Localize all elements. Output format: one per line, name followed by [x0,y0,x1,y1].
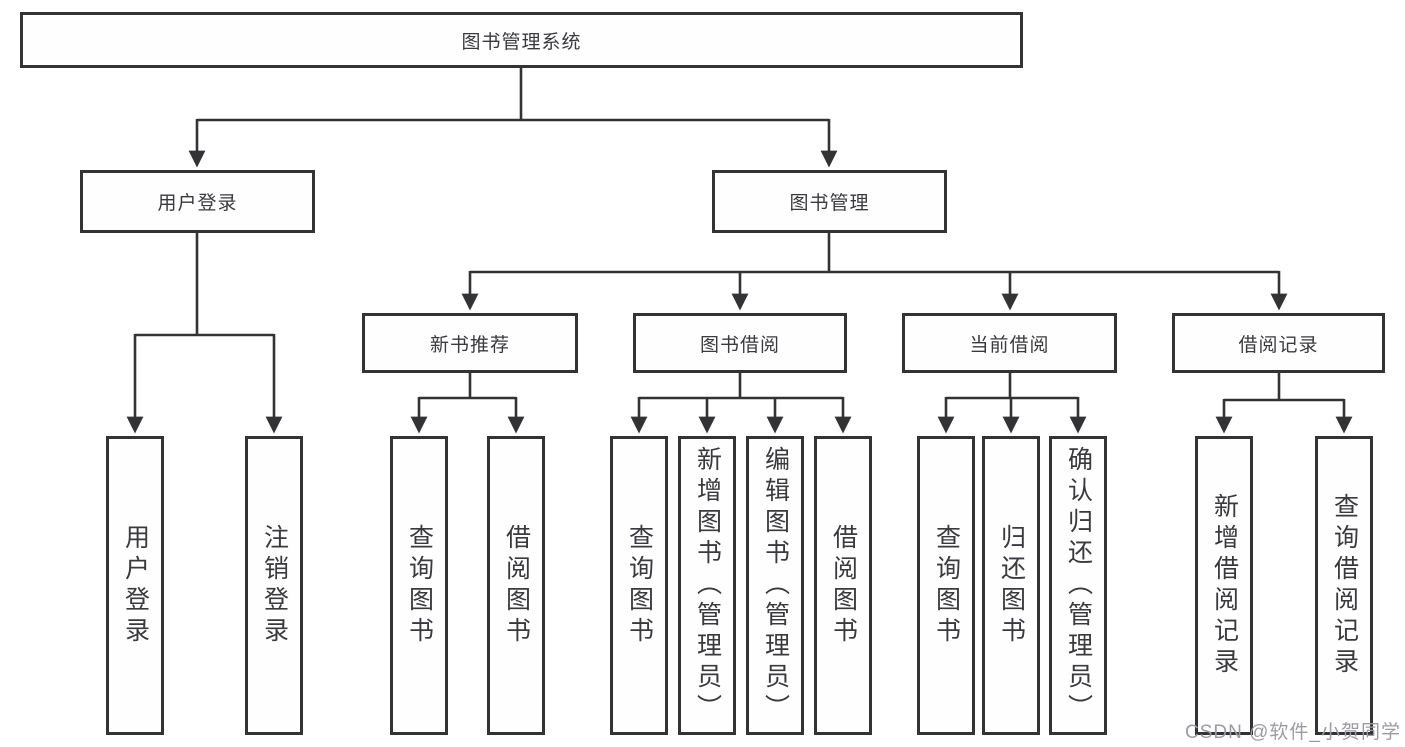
leaf-query-borrow-record-label: 查询借阅记录 [1330,492,1359,679]
node-library-system-label: 图书管理系统 [461,31,582,53]
node-library-system: 图书管理系统 [20,12,1023,68]
leaf-current-query-books: 查询图书 [917,436,975,735]
node-user-login-branch-label: 用户登录 [157,193,238,214]
node-borrow-records: 借阅记录 [1172,313,1385,373]
leaf-return-book: 归还图书 [982,436,1040,735]
leaf-logout: 注销登录 [245,436,303,735]
leaf-add-borrow-record-label: 新增借阅记录 [1210,492,1239,679]
leaf-borrow-borrow-books: 借阅图书 [814,436,872,735]
leaf-user-login-label: 用户登录 [121,523,150,648]
node-book-management: 图书管理 [712,170,947,233]
node-current-borrow: 当前借阅 [902,313,1117,373]
leaf-logout-label: 注销登录 [260,523,289,648]
leaf-recommend-borrow-books: 借阅图书 [487,436,545,735]
leaf-edit-book-admin-label: 编辑图书（管理员） [761,446,790,725]
leaf-recommend-query-books: 查询图书 [390,436,448,735]
leaf-user-login: 用户登录 [106,436,164,735]
leaf-confirm-return-admin: 确认归还（管理员） [1049,436,1107,735]
node-book-borrow: 图书借阅 [633,313,847,373]
leaf-query-borrow-record: 查询借阅记录 [1315,436,1373,735]
leaf-edit-book-admin: 编辑图书（管理员） [746,436,804,735]
leaf-return-book-label: 归还图书 [997,523,1026,648]
leaf-borrow-query-books-label: 查询图书 [625,523,654,648]
node-user-login-branch: 用户登录 [80,170,315,233]
leaf-add-borrow-record: 新增借阅记录 [1195,436,1253,735]
leaf-confirm-return-admin-label: 确认归还（管理员） [1064,446,1093,725]
leaf-add-book-admin: 新增图书（管理员） [678,436,736,735]
leaf-add-book-admin-label: 新增图书（管理员） [693,446,722,725]
node-book-borrow-label: 图书借阅 [699,334,780,356]
node-new-book-recommend-label: 新书推荐 [429,334,510,356]
node-book-management-label: 图书管理 [789,193,870,214]
leaf-recommend-query-books-label: 查询图书 [405,523,434,648]
node-current-borrow-label: 当前借阅 [969,334,1050,356]
leaf-current-query-books-label: 查询图书 [932,523,961,648]
node-borrow-records-label: 借阅记录 [1238,334,1319,356]
leaf-borrow-borrow-books-label: 借阅图书 [829,523,858,648]
node-new-book-recommend: 新书推荐 [362,313,578,373]
leaf-recommend-borrow-books-label: 借阅图书 [502,523,531,648]
leaf-borrow-query-books: 查询图书 [610,436,668,735]
